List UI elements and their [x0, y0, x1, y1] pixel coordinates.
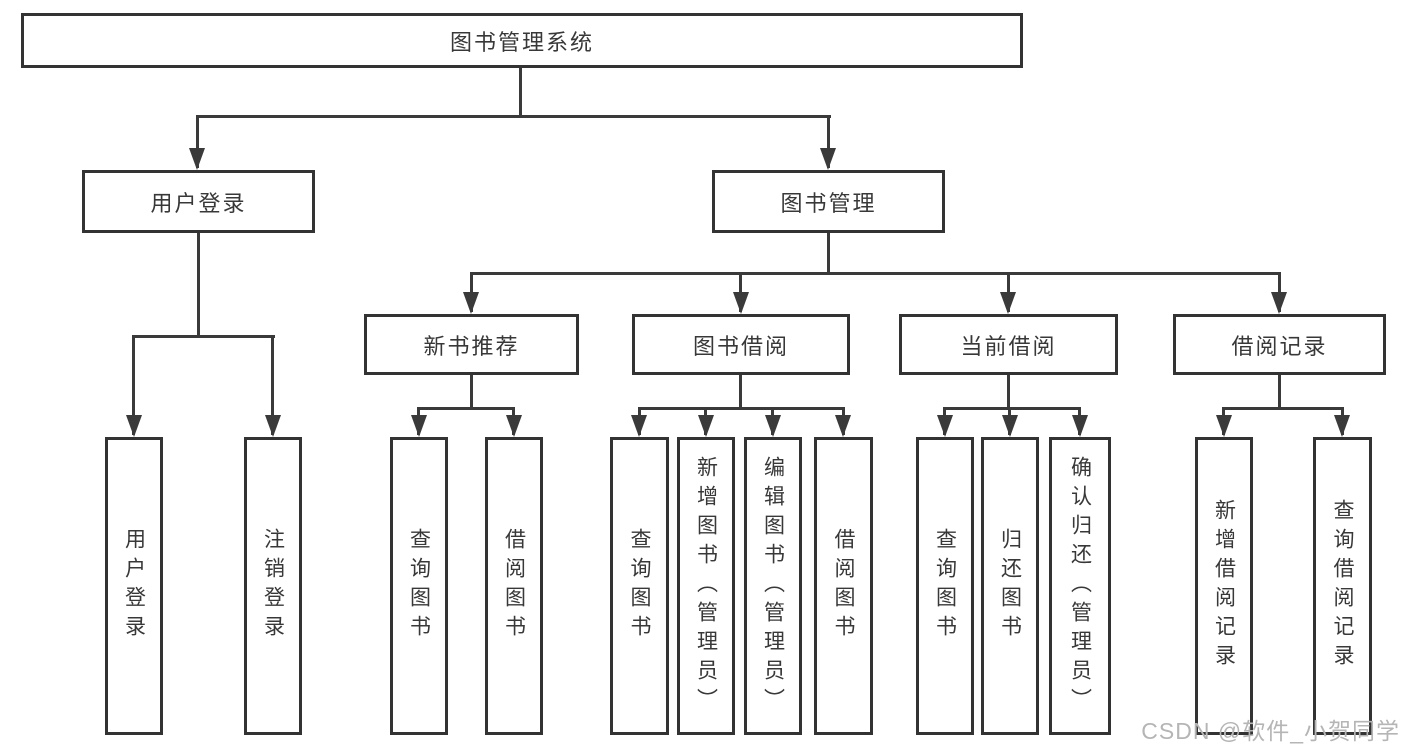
connector-root-bar — [197, 115, 831, 118]
leaf-records-query-record: 查询借阅记录 — [1313, 437, 1372, 735]
arrow-down-icon — [1271, 292, 1287, 314]
arrow-down-icon — [1002, 415, 1018, 437]
arrow-down-icon — [411, 415, 427, 437]
connector-drop-book-management — [827, 115, 830, 168]
leaf-current-query-books: 查询图书 — [916, 437, 974, 735]
arrow-down-icon — [1334, 415, 1350, 437]
arrow-down-icon — [937, 415, 953, 437]
connector-drop-leaf-logout — [271, 335, 274, 435]
node-current-borrowing: 当前借阅 — [899, 314, 1118, 375]
node-library-management-system: 图书管理系统 — [21, 13, 1023, 68]
leaf-records-add-record: 新增借阅记录 — [1195, 437, 1253, 735]
leaf-user-login: 用户登录 — [105, 437, 163, 735]
arrow-down-icon — [1216, 415, 1232, 437]
arrow-down-icon — [1000, 292, 1016, 314]
leaf-current-return-books: 归还图书 — [981, 437, 1039, 735]
arrow-down-icon — [631, 415, 647, 437]
leaf-borrow-edit-books-admin: 编辑图书（管理员） — [744, 437, 802, 735]
arrow-down-icon — [765, 415, 781, 437]
node-book-management: 图书管理 — [712, 170, 945, 233]
node-borrowing-records: 借阅记录 — [1173, 314, 1386, 375]
connector-borrow-stem — [739, 375, 742, 407]
leaf-borrow-borrow-books: 借阅图书 — [814, 437, 873, 735]
leaf-newrec-query-books: 查询图书 — [390, 437, 448, 735]
arrow-down-icon — [820, 148, 836, 170]
connector-root-stem — [519, 68, 522, 118]
connector-bookmgmt-bar — [471, 272, 1280, 275]
connector-userlogin-bar — [132, 335, 275, 338]
connector-drop-leaf-user-login — [132, 335, 135, 435]
csdn-watermark: CSDN @软件_小贺同学 — [1141, 718, 1400, 744]
leaf-logout: 注销登录 — [244, 437, 302, 735]
connector-newrec-stem — [470, 375, 473, 407]
arrow-down-icon — [189, 148, 205, 170]
arrow-down-icon — [126, 415, 142, 437]
connector-current-stem — [1007, 375, 1010, 407]
leaf-borrow-add-books-admin: 新增图书（管理员） — [677, 437, 735, 735]
connector-newrec-bar — [417, 407, 515, 410]
arrow-down-icon — [698, 415, 714, 437]
connector-borrow-bar — [638, 407, 845, 410]
node-book-borrowing: 图书借阅 — [632, 314, 850, 375]
leaf-borrow-query-books: 查询图书 — [610, 437, 669, 735]
node-user-login: 用户登录 — [82, 170, 315, 233]
leaf-current-confirm-return-admin: 确认归还（管理员） — [1049, 437, 1111, 735]
arrow-down-icon — [1072, 415, 1088, 437]
connector-drop-user-login — [196, 115, 199, 168]
connector-records-bar — [1222, 407, 1343, 410]
connector-userlogin-stem — [197, 233, 200, 335]
arrow-down-icon — [733, 292, 749, 314]
connector-records-stem — [1278, 375, 1281, 407]
arrow-down-icon — [265, 415, 281, 437]
arrow-down-icon — [506, 415, 522, 437]
node-new-book-recommendation: 新书推荐 — [364, 314, 579, 375]
leaf-newrec-borrow-books: 借阅图书 — [485, 437, 543, 735]
arrow-down-icon — [463, 292, 479, 314]
connector-bookmgmt-stem — [827, 233, 830, 272]
arrow-down-icon — [835, 415, 851, 437]
connector-current-bar — [943, 407, 1080, 410]
